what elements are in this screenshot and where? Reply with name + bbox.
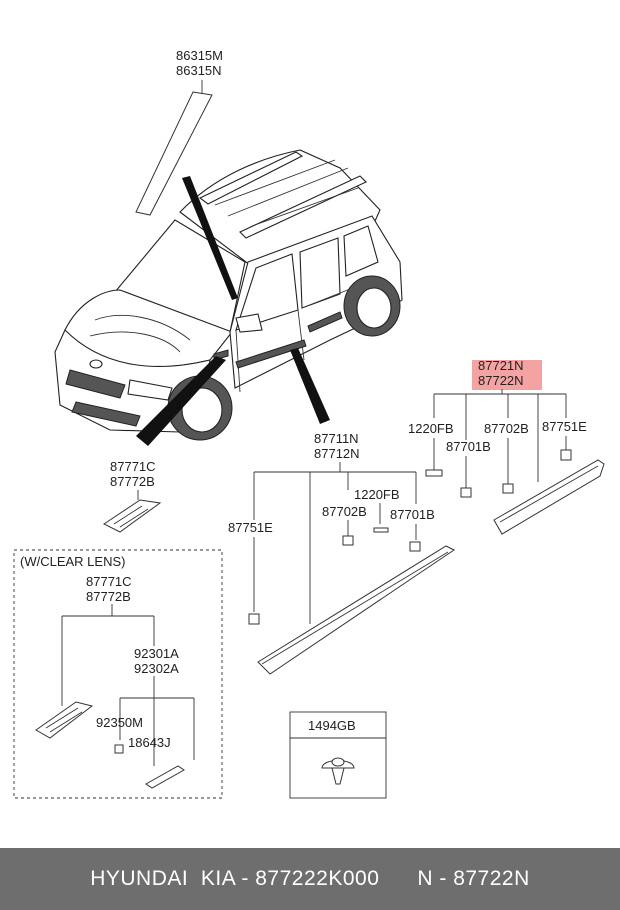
label-clear-87771c: 87771C — [86, 574, 132, 589]
clip-87701b-rear — [460, 487, 472, 498]
clear-lens-marker — [35, 701, 94, 739]
label-1220fb-front: 1220FB — [354, 487, 400, 502]
leader-marker — [136, 356, 226, 446]
parts-diagram: 86315M 86315N — [13, 48, 605, 799]
label-92301a: 92301A — [134, 646, 179, 661]
label-86315n: 86315N — [176, 63, 222, 78]
screw-1220fb-front — [373, 527, 389, 533]
pillar-garnish — [135, 91, 213, 216]
label-87772b: 87772B — [110, 474, 155, 489]
clip-87751e-rear — [560, 449, 572, 461]
label-87771c: 87771C — [110, 459, 156, 474]
clip-87701b-front — [409, 541, 421, 552]
push-clip-stem — [331, 767, 345, 785]
clip-87702b-front — [342, 535, 354, 546]
label-86315m: 86315M — [176, 48, 223, 63]
label-87711n: 87711N — [314, 431, 359, 446]
clip-87702b-rear — [502, 483, 514, 494]
bulb — [114, 744, 124, 754]
front-door-moulding — [257, 545, 455, 675]
label-18643j: 18643J — [128, 735, 171, 750]
clip-87751e-front — [248, 613, 260, 625]
clear-lens-box — [13, 549, 223, 799]
label-clear-lens: (W/CLEAR LENS) — [20, 554, 125, 569]
label-87751e-front: 87751E — [228, 520, 273, 535]
label-87721n: 87721N — [478, 358, 524, 373]
label-92350m: 92350M — [96, 715, 143, 730]
label-1494gb: 1494GB — [308, 718, 356, 733]
screw-1220fb-rear — [425, 469, 443, 477]
label-clear-87772b: 87772B — [86, 589, 131, 604]
rear-door-moulding — [493, 459, 605, 535]
label-92302a: 92302A — [134, 661, 179, 676]
side-marker-lamp — [103, 499, 162, 533]
label-87701b-rear: 87701B — [446, 439, 491, 454]
label-87722n: 87722N — [478, 373, 524, 388]
leader-front-moulding — [290, 348, 330, 424]
footer-bar: HYUNDAI KIA - 877222K000 N - 87722N — [0, 848, 620, 910]
label-87751e-rear: 87751E — [542, 419, 587, 434]
vehicle-illustration — [54, 149, 403, 441]
label-87702b-rear: 87702B — [484, 421, 529, 436]
footer-text: HYUNDAI KIA - 877222K000 N - 87722N — [90, 867, 530, 890]
label-87702b-front: 87702B — [322, 504, 367, 519]
label-87712n: 87712N — [314, 446, 360, 461]
highlight-87722n — [472, 360, 542, 390]
label-87701b-front: 87701B — [390, 507, 435, 522]
leader-pillar — [182, 176, 238, 300]
socket — [145, 765, 185, 789]
label-1220fb-rear: 1220FB — [408, 421, 454, 436]
